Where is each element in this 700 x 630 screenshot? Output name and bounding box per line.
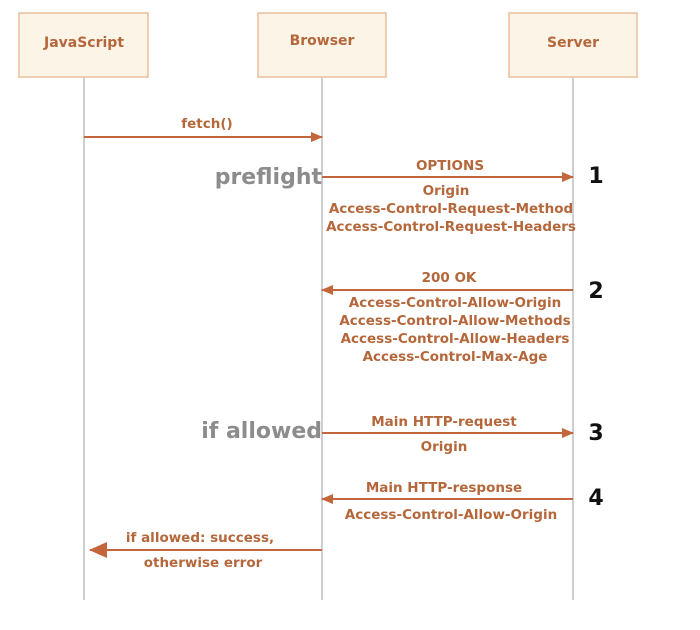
main-request-label: Main HTTP-request bbox=[371, 414, 517, 430]
origin-header-2: Origin bbox=[421, 439, 468, 455]
origin-header-1: Origin bbox=[423, 183, 470, 199]
aca-methods-header: Access-Control-Allow-Methods bbox=[339, 313, 570, 329]
actor-server-box bbox=[508, 12, 638, 78]
main-response-label: Main HTTP-response bbox=[366, 480, 522, 496]
actor-browser-box bbox=[257, 12, 387, 78]
actor-javascript-box bbox=[18, 12, 149, 78]
actor-browser: Browser bbox=[257, 12, 387, 78]
options-label: OPTIONS bbox=[416, 158, 484, 174]
if-allowed-label: if allowed bbox=[201, 419, 322, 444]
acr-method-header: Access-Control-Request-Method bbox=[329, 201, 573, 217]
actor-javascript-label: JavaScript bbox=[43, 35, 124, 51]
aca-headers-header: Access-Control-Allow-Headers bbox=[341, 331, 570, 347]
step-1-number: 1 bbox=[588, 164, 603, 189]
actor-server: Server bbox=[508, 12, 638, 78]
actor-server-label: Server bbox=[547, 35, 599, 51]
acr-headers-header: Access-Control-Request-Headers bbox=[326, 219, 576, 235]
step-4-number: 4 bbox=[588, 486, 603, 511]
ok-200-label: 200 OK bbox=[422, 270, 477, 286]
aca-origin-header-2: Access-Control-Allow-Origin bbox=[345, 507, 557, 523]
actor-javascript: JavaScript bbox=[18, 12, 149, 78]
step-2-number: 2 bbox=[588, 279, 603, 304]
preflight-label: preflight bbox=[215, 165, 323, 190]
actor-browser-label: Browser bbox=[290, 33, 355, 49]
step-3-number: 3 bbox=[588, 421, 603, 446]
result-line-1: if allowed: success, bbox=[126, 530, 274, 546]
acm-age-header: Access-Control-Max-Age bbox=[363, 349, 548, 365]
aca-origin-header-1: Access-Control-Allow-Origin bbox=[349, 295, 561, 311]
fetch-label: fetch() bbox=[181, 116, 232, 132]
result-line-2: otherwise error bbox=[144, 555, 263, 571]
